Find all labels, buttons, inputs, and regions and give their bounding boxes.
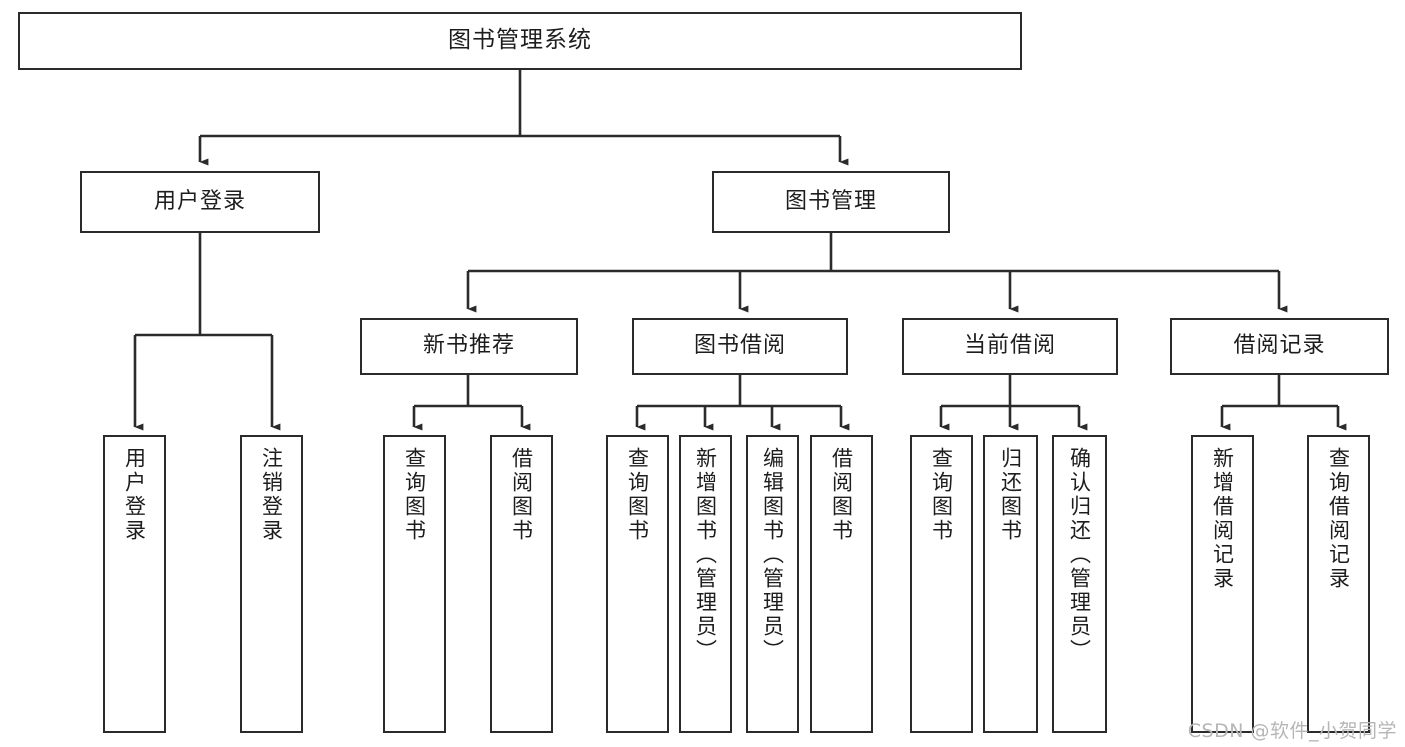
node-leaf-confirm-return[interactable]: 确认归还（管理员）: [1052, 435, 1107, 733]
node-leaf-borrow-book[interactable]: 借阅图书: [810, 435, 873, 733]
node-label: 图书管理系统: [448, 27, 592, 54]
node-label: 归还图书: [998, 447, 1023, 543]
node-leaf-return-book[interactable]: 归还图书: [983, 435, 1038, 733]
node-label: 查询图书: [929, 447, 954, 543]
node-leaf-borrow-book-recommend[interactable]: 借阅图书: [490, 435, 553, 733]
node-root-system[interactable]: 图书管理系统: [18, 12, 1022, 70]
node-user-login[interactable]: 用户登录: [80, 171, 320, 233]
node-label: 注销登录: [259, 447, 284, 543]
node-current-borrow[interactable]: 当前借阅: [902, 318, 1118, 375]
node-leaf-query-book-current[interactable]: 查询图书: [910, 435, 973, 733]
node-label: 当前借阅: [963, 333, 1056, 359]
node-label: 查询图书: [625, 447, 650, 543]
node-leaf-query-book-borrow[interactable]: 查询图书: [606, 435, 669, 733]
node-borrow-record[interactable]: 借阅记录: [1170, 318, 1389, 375]
node-leaf-user-login[interactable]: 用户登录: [103, 435, 166, 733]
node-leaf-query-borrow-record[interactable]: 查询借阅记录: [1307, 435, 1370, 733]
node-label: 借阅记录: [1233, 333, 1326, 359]
node-new-book-recommend[interactable]: 新书推荐: [360, 318, 578, 375]
node-label: 新增图书（管理员）: [693, 447, 718, 663]
node-leaf-add-book[interactable]: 新增图书（管理员）: [679, 435, 732, 733]
watermark-text: CSDN @软件_小贺同学: [1187, 720, 1397, 742]
node-label: 借阅图书: [829, 447, 854, 543]
node-label: 查询图书: [402, 447, 427, 543]
node-label: 借阅图书: [509, 447, 534, 543]
node-book-borrow[interactable]: 图书借阅: [632, 318, 848, 375]
node-label: 用户登录: [153, 188, 246, 214]
node-label: 图书管理: [784, 188, 877, 214]
node-leaf-user-logout[interactable]: 注销登录: [240, 435, 303, 733]
node-label: 编辑图书（管理员）: [760, 447, 785, 663]
node-leaf-edit-book[interactable]: 编辑图书（管理员）: [746, 435, 799, 733]
node-label: 用户登录: [122, 447, 147, 543]
node-book-manage[interactable]: 图书管理: [712, 171, 950, 233]
node-label: 新书推荐: [422, 333, 515, 359]
node-label: 新增借阅记录: [1210, 447, 1235, 591]
node-leaf-query-book-recommend[interactable]: 查询图书: [383, 435, 446, 733]
node-label: 查询借阅记录: [1326, 447, 1351, 591]
node-label: 图书借阅: [693, 333, 786, 359]
node-leaf-add-borrow-record[interactable]: 新增借阅记录: [1191, 435, 1254, 733]
node-label: 确认归还（管理员）: [1067, 447, 1092, 663]
